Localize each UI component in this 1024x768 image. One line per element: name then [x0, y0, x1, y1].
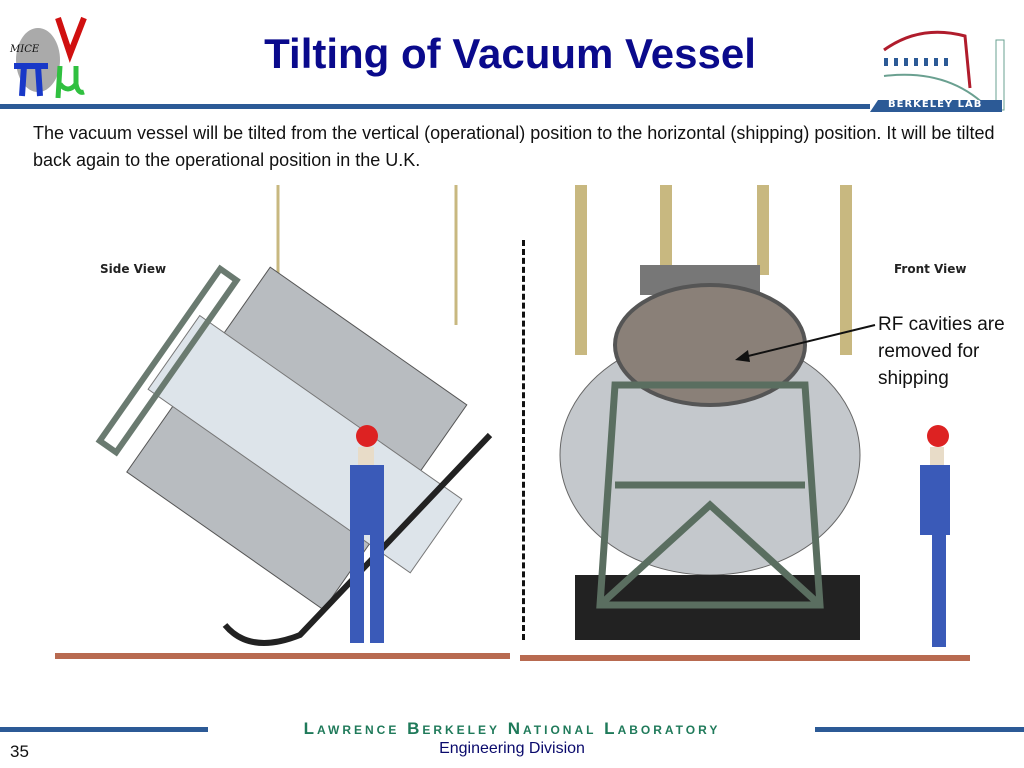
berkeley-lab-logo-graphic: [870, 30, 1005, 112]
mice-logo-text: MICE: [10, 44, 40, 55]
footer-lab-name: Lawrence Berkeley National Laboratory: [303, 719, 721, 738]
berkeley-lab-logo-text: Berkeley Lab: [888, 99, 983, 110]
footer-rule-left: [0, 727, 208, 732]
side-view-figure: Side View: [50, 185, 520, 665]
page-title: Tilting of Vacuum Vessel: [264, 30, 756, 77]
rf-cavities-annotation: RF cavities are removed for shipping: [878, 311, 1018, 392]
mice-logo-graphic: [14, 16, 87, 99]
front-view-figure: Front View: [520, 185, 980, 665]
footer-division: Engineering Division: [439, 740, 585, 757]
divider-dashed-line: [522, 240, 525, 640]
mice-logo: MICE: [8, 10, 96, 102]
side-view-label: Side View: [100, 262, 167, 276]
berkeley-lab-logo: Berkeley Lab: [870, 18, 1024, 112]
header-rule: [0, 104, 870, 109]
front-view-label: Front View: [894, 262, 967, 276]
page-number: 35: [10, 742, 29, 761]
rf-annotation-text: RF cavities are removed for shipping: [878, 314, 1005, 389]
side-view-drawing: [55, 185, 510, 659]
body-text: The vacuum vessel will be tilted from th…: [33, 123, 995, 170]
footer-rule-right: [815, 727, 1024, 732]
front-view-drawing: [520, 185, 970, 661]
